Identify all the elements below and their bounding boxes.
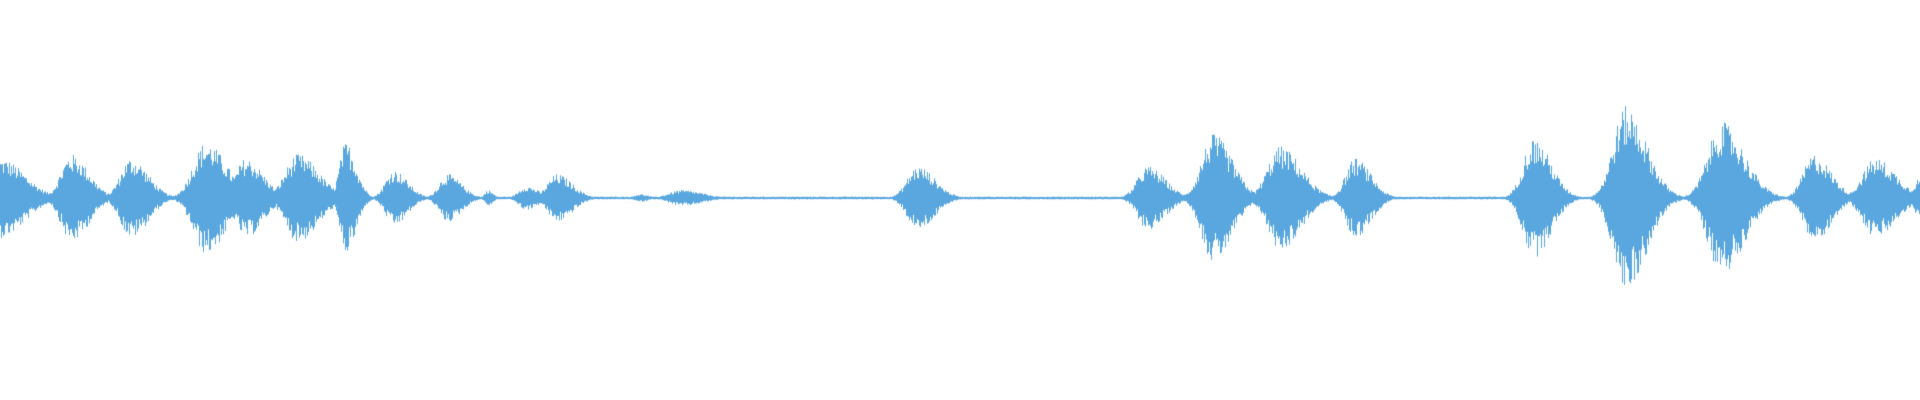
audio-waveform (0, 0, 1920, 400)
